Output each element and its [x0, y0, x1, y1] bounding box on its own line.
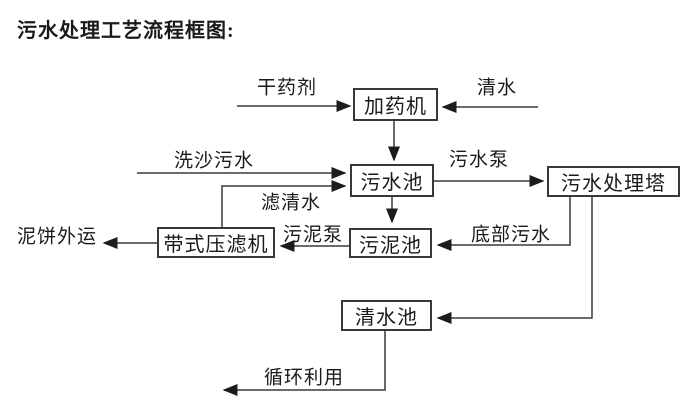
node-label: 清水池 — [355, 307, 418, 329]
node-sludge-pool: 污泥池 — [349, 228, 432, 258]
node-sewage-pool: 污水池 — [350, 164, 434, 197]
flow-label-recycle-use: 循环利用 — [263, 367, 345, 389]
node-belt-filter-press: 带式压滤机 — [157, 227, 275, 258]
edge-tower-to-clean-water-pool — [436, 196, 593, 324]
node-label: 污水池 — [360, 172, 424, 194]
node-label: 加药机 — [364, 96, 427, 118]
node-label: 污泥池 — [359, 234, 422, 257]
node-clean-water-pool: 清水池 — [341, 300, 432, 331]
flow-label-sludge-pump: 污泥泵 — [282, 224, 344, 246]
flow-label-clean-water: 清水 — [476, 77, 518, 99]
flow-label-bottom-sewage: 底部污水 — [470, 224, 552, 246]
edge-filtered-water-to-sewage-pool — [221, 180, 347, 227]
edge-clean-pool-to-recycle — [222, 331, 386, 396]
page-title: 污水处理工艺流程框图: — [17, 20, 235, 42]
flow-label-filtered-water: 滤清水 — [260, 192, 322, 214]
node-sewage-treatment-tower: 污水处理塔 — [547, 166, 680, 197]
flow-label-dry-agent: 干药剂 — [256, 77, 318, 99]
flow-label-mud-cake-out: 泥饼外运 — [16, 226, 98, 248]
flow-label-sewage-pump: 污水泵 — [448, 149, 510, 171]
node-label: 污水处理塔 — [561, 173, 666, 195]
edge-bottom-sewage-to-sludge-pool — [436, 196, 571, 251]
node-dosing-machine: 加药机 — [353, 88, 438, 121]
node-label: 带式压滤机 — [163, 234, 269, 256]
flow-label-sand-wash-sewage: 洗沙污水 — [173, 150, 255, 172]
